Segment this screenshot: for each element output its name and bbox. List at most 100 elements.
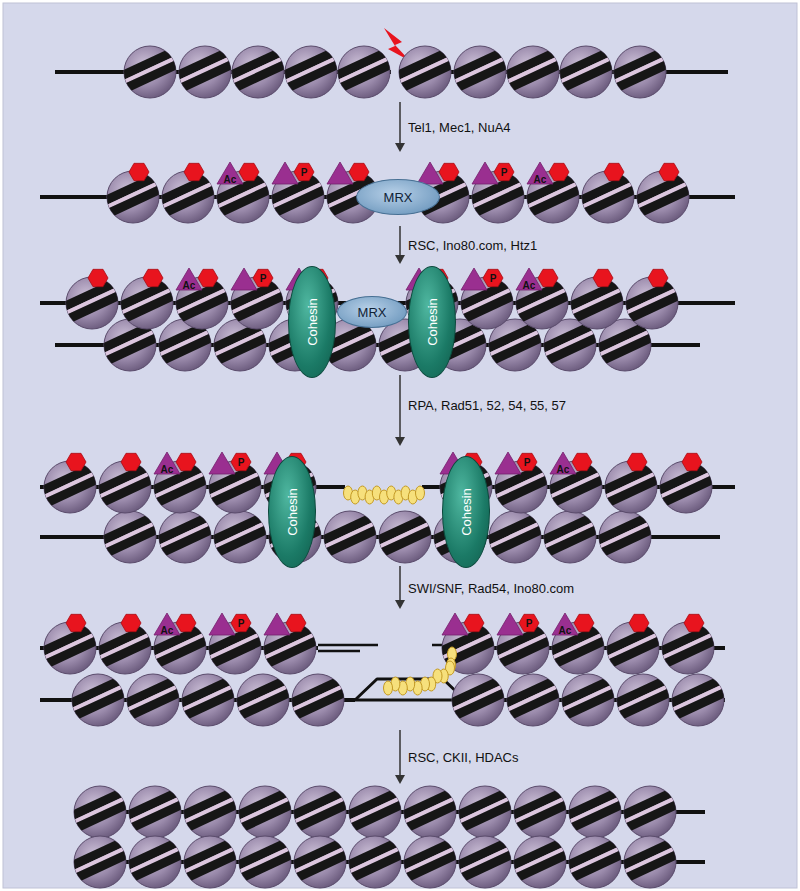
nucleosome [341, 836, 408, 888]
nucleosome [341, 786, 408, 838]
nucleosome [487, 461, 554, 513]
acetyl-triangle [516, 268, 542, 290]
nucleosome [616, 786, 683, 838]
phospho-hexagon [574, 614, 594, 631]
nucleosome [453, 277, 520, 329]
nucleosome [154, 171, 221, 223]
phospho-hexagon [349, 163, 369, 180]
nucleosome [396, 786, 463, 838]
nucleosome [66, 786, 133, 838]
node-text: Cohesin [285, 488, 300, 536]
nucleosome [284, 674, 351, 726]
phospho-hexagon [176, 614, 196, 631]
nucleosome [499, 46, 566, 98]
acetyl-triangle [472, 162, 498, 184]
step-factors: Tel1, Mec1, NuA4 [408, 120, 511, 135]
step-factors: RSC, Ino80.com, Htz1 [408, 238, 537, 253]
phospho-hexagon [176, 453, 196, 470]
nucleosome [176, 836, 243, 888]
histone-mark: P [526, 618, 533, 629]
acetyl-triangle [527, 162, 553, 184]
acetyl-triangle [231, 268, 257, 290]
phospho-hexagon [198, 269, 218, 286]
nucleosome [58, 277, 125, 329]
phospho-hexagon [294, 163, 314, 180]
nucleosome [563, 277, 630, 329]
phospho-hexagon [121, 614, 141, 631]
phospho-hexagon [286, 614, 306, 631]
mrx-complex: MRX [337, 296, 407, 328]
histone-mark: Ac [557, 464, 570, 475]
nucleosome [201, 622, 268, 674]
acetyl-triangle [550, 452, 576, 474]
phospho-hexagon [143, 269, 163, 286]
dna-strand [318, 644, 378, 647]
histone-mark: Ac [224, 174, 237, 185]
cohesin-ring: Cohesin [408, 266, 456, 378]
nucleosome [519, 171, 586, 223]
histone-mark: Ac [161, 625, 174, 636]
nucleosome [206, 511, 273, 563]
nucleosome [174, 674, 241, 726]
nucleosome [168, 277, 235, 329]
nucleosome [121, 836, 188, 888]
acetyl-triangle [461, 268, 487, 290]
acetyl-triangle [442, 613, 468, 635]
acetyl-triangle [495, 452, 521, 474]
nucleosome [277, 46, 344, 98]
nucleosome [91, 622, 158, 674]
phospho-hexagon [129, 163, 149, 180]
acetyl-triangle [272, 162, 298, 184]
nucleosome [597, 461, 664, 513]
nucleosome [561, 786, 628, 838]
phospho-hexagon [627, 453, 647, 470]
histone-mark: Ac [559, 625, 572, 636]
nucleosome [121, 786, 188, 838]
phospho-hexagon [629, 614, 649, 631]
node-text: Cohesin [459, 488, 474, 536]
arrow-head [395, 600, 405, 609]
acetyl-triangle [176, 268, 202, 290]
nucleosome [591, 511, 658, 563]
nucleosome [256, 622, 323, 674]
step-factors: SWI/SNF, Rad54, Ino80.com [408, 581, 574, 596]
histone-mark: P [524, 457, 531, 468]
nucleosome [91, 461, 158, 513]
phospho-hexagon [66, 453, 86, 470]
phospho-hexagon [121, 453, 141, 470]
nucleosome [544, 622, 611, 674]
cohesin-ring: Cohesin [268, 456, 316, 568]
node-text: Cohesin [305, 298, 320, 346]
nucleosome [223, 277, 290, 329]
histone-mark: P [490, 273, 497, 284]
nucleosome [606, 46, 673, 98]
arrow-head [395, 775, 405, 784]
nucleosome [444, 674, 511, 726]
acetyl-triangle [497, 613, 523, 635]
step-factors: RPA, Rad51, 52, 54, 55, 57 [408, 398, 566, 413]
nucleosome [499, 674, 566, 726]
arrow-head [395, 255, 405, 264]
nucleosome [286, 786, 353, 838]
histone-mark: P [260, 273, 267, 284]
nucleosome [616, 836, 683, 888]
histone-mark: P [301, 167, 308, 178]
arrow-head [395, 143, 405, 152]
cohesin-ring: Cohesin [442, 456, 490, 568]
phospho-hexagon [538, 269, 558, 286]
acetyl-triangle [209, 613, 235, 635]
chromatin-art [36, 46, 735, 888]
nucleosome [113, 277, 180, 329]
step-arrow [399, 226, 401, 258]
step-factors: RSC, CKII, HDACs [408, 750, 519, 765]
step-arrow [399, 102, 401, 146]
nucleosome [229, 674, 296, 726]
nucleosome [146, 461, 213, 513]
phospho-hexagon [184, 163, 204, 180]
histone-mark: Ac [161, 464, 174, 475]
nucleosome [561, 836, 628, 888]
nucleosome [464, 171, 531, 223]
nucleosome [391, 46, 458, 98]
nucleosome [176, 786, 243, 838]
